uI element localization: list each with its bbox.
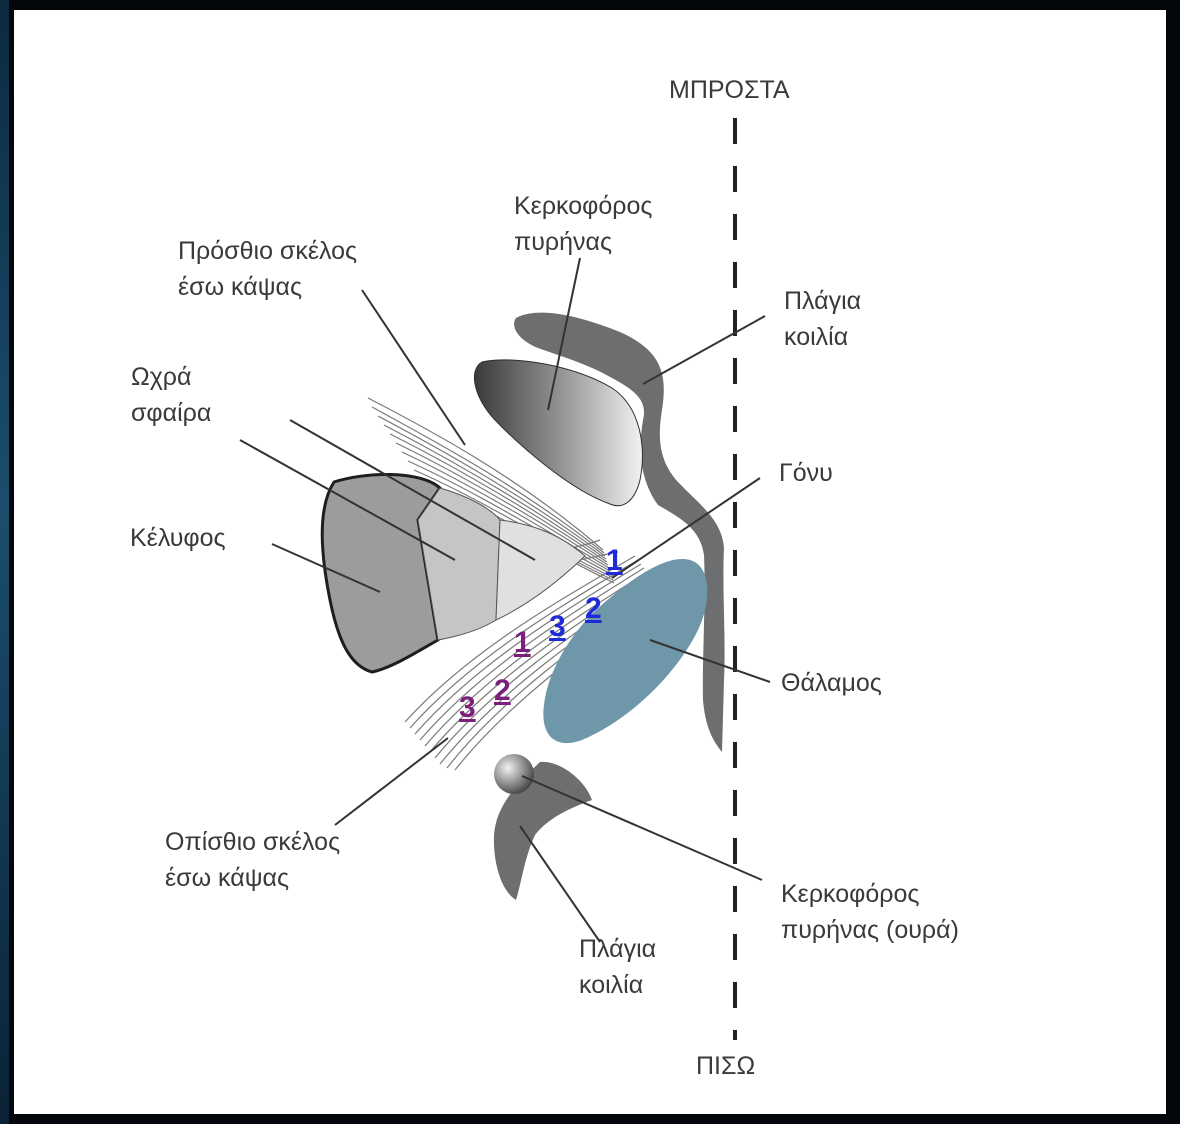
posterior-limb-label-line2: έσω κάψας [165, 864, 289, 892]
caudate-nucleus-head [474, 360, 642, 506]
globus-pallidus-label-line2: σφαίρα [131, 399, 211, 427]
marker-anterior-1: 1 [606, 544, 623, 577]
genu-label: Γόνυ [779, 459, 833, 487]
marker-posterior-2: 2 [494, 674, 511, 707]
marker-posterior-1: 1 [514, 626, 531, 659]
anterior-limb-label-line2: έσω κάψας [178, 273, 302, 301]
marker-posterior-3: 3 [459, 691, 476, 724]
thalamus-label: Θάλαμος [781, 669, 882, 697]
lateral-ventricle-lower-label-line2: κοιλία [579, 971, 643, 999]
lateral-ventricle-lower-label-line1: Πλάγια [579, 935, 656, 963]
marker-anterior-2: 2 [585, 592, 602, 625]
caudate-label-line2: πυρήνας [514, 228, 612, 256]
posterior-limb-label-line1: Οπίσθιο σκέλος [165, 828, 340, 856]
front-label: ΜΠΡΟΣΤΑ [669, 76, 790, 104]
caudate-tail-label-line1: Κερκοφόρος [781, 880, 919, 908]
marker-anterior-3: 3 [549, 610, 566, 643]
anterior-limb-label-line1: Πρόσθιο σκέλος [178, 237, 357, 265]
caudate-nucleus-tail [494, 754, 534, 794]
lateral-ventricle-upper-label-line2: κοιλία [784, 323, 848, 351]
caudate-tail-label-line2: πυρήνας (ουρά) [781, 916, 959, 944]
globus-pallidus-label-line1: Ωχρά [131, 363, 192, 391]
lateral-ventricle-upper-label-line1: Πλάγια [784, 287, 861, 315]
caudate-label-line1: Κερκοφόρος [514, 192, 652, 220]
back-label: ΠΙΣΩ [696, 1052, 755, 1080]
putamen-label: Κέλυφος [130, 524, 226, 552]
